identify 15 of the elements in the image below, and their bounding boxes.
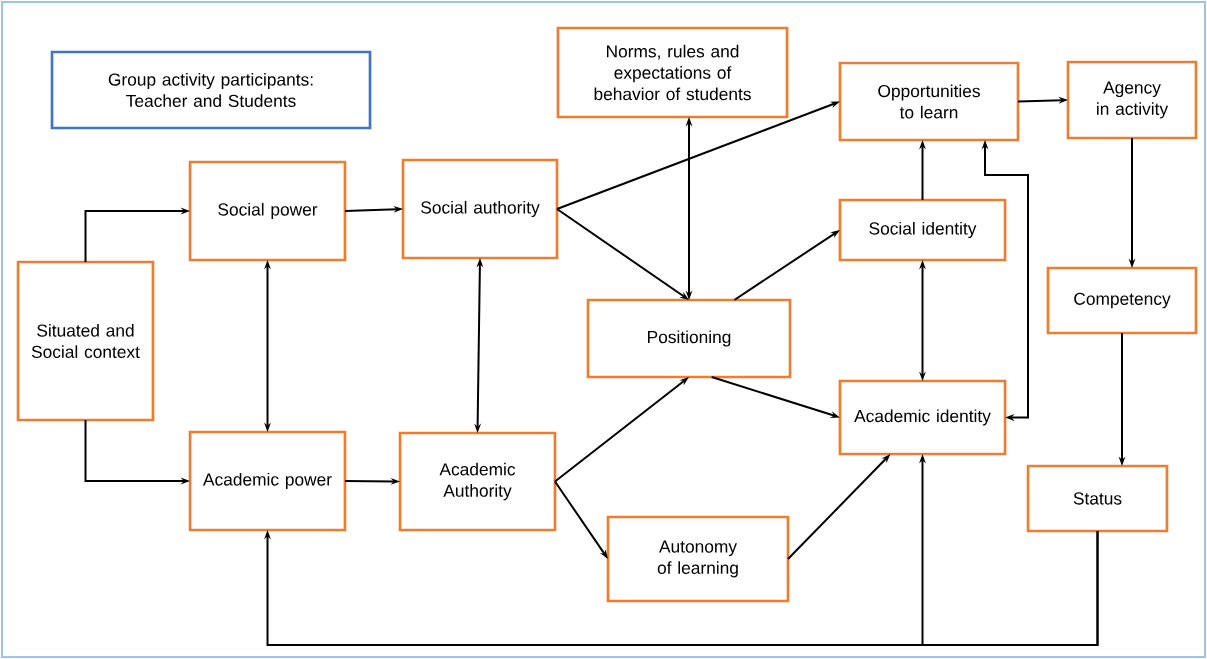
concept-box: Social identity bbox=[838, 198, 1007, 262]
concept-box: Academic identity bbox=[838, 379, 1007, 456]
concept-box: Agency in activity bbox=[1066, 60, 1198, 140]
concept-box: Positioning bbox=[586, 298, 792, 379]
concept-box: Competency bbox=[1046, 266, 1198, 335]
participants-box: Group activity participants: Teacher and Students bbox=[50, 50, 372, 130]
concept-box: Academic Authority bbox=[398, 431, 557, 532]
concept-box: Autonomy of learning bbox=[606, 515, 790, 603]
concept-box: Academic power bbox=[188, 430, 347, 532]
concept-box: Situated and Social context bbox=[16, 260, 155, 422]
concept-box: Status bbox=[1026, 464, 1169, 533]
concept-box: Norms, rules and expectations of behavior of students bbox=[556, 26, 789, 119]
concept-box: Social authority bbox=[401, 158, 559, 260]
concept-box: Social power bbox=[188, 160, 347, 262]
concept-box: Opportunities to learn bbox=[838, 61, 1020, 142]
